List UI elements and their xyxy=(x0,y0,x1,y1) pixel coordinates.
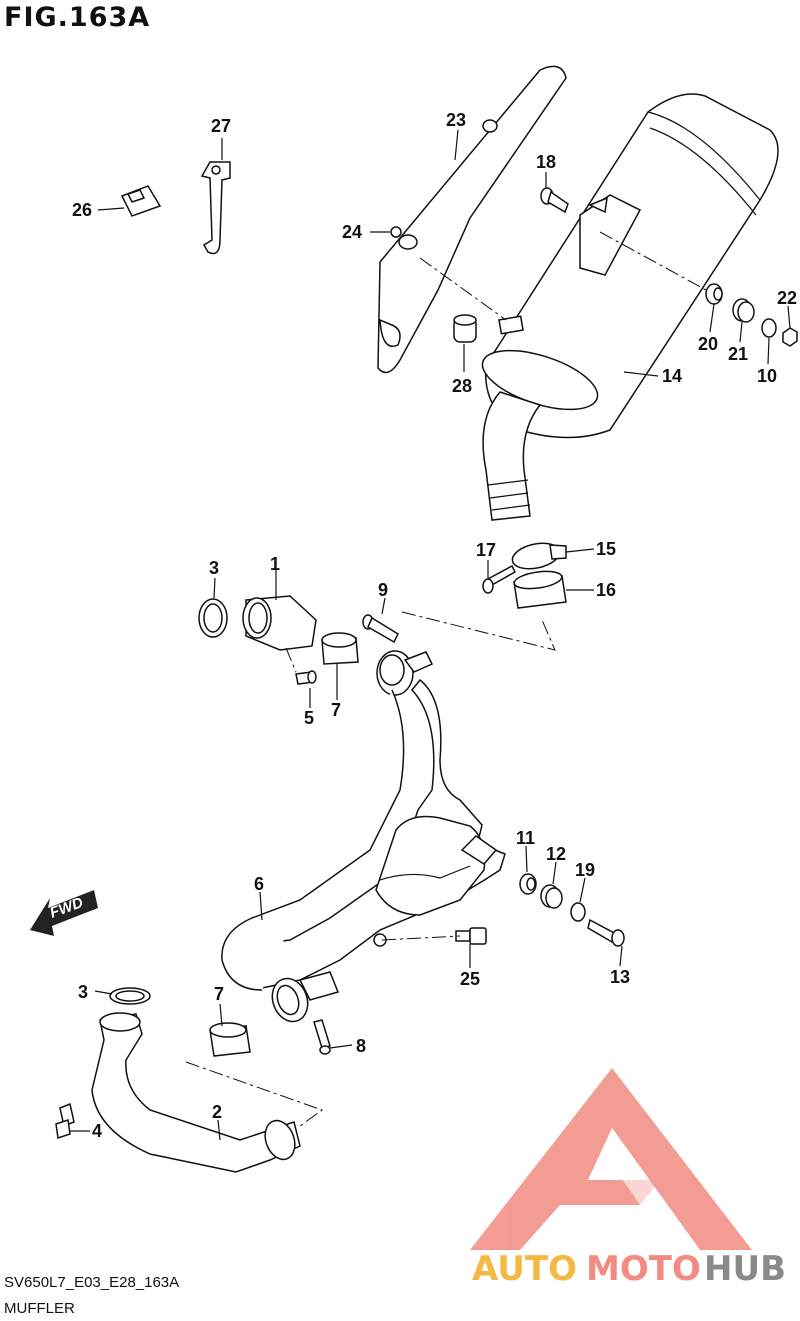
section-name: MUFFLER xyxy=(4,1300,75,1317)
callout-10: 10 xyxy=(757,366,777,386)
washer-19 xyxy=(570,902,586,922)
callout-4: 4 xyxy=(92,1121,102,1141)
callout-5: 5 xyxy=(304,708,314,728)
gasket-7-lower xyxy=(209,1022,251,1057)
callout-17: 17 xyxy=(476,540,496,560)
collar-11 xyxy=(519,873,537,895)
callout-12: 12 xyxy=(546,844,566,864)
clamp-15 xyxy=(511,542,567,570)
bolt-17 xyxy=(482,564,516,594)
callout-2: 2 xyxy=(212,1102,222,1122)
gasket-7-upper xyxy=(321,632,359,665)
exhaust-pipe-2 xyxy=(91,1012,301,1173)
callout-26: 26 xyxy=(72,200,92,220)
callout-1: 1 xyxy=(270,554,280,574)
callout-20: 20 xyxy=(698,334,718,354)
bolt-8 xyxy=(313,1019,331,1055)
callout-22: 22 xyxy=(777,288,797,308)
watermark-text: AUTO MOTO HUB xyxy=(472,1249,786,1289)
clip-26 xyxy=(120,185,162,217)
watermark-logo xyxy=(470,1068,752,1250)
figure-code: SV650L7_E03_E28_163A xyxy=(4,1274,180,1291)
sensor-25 xyxy=(455,927,487,945)
callout-3-lower: 3 xyxy=(78,982,88,1002)
callout-14: 14 xyxy=(662,366,682,386)
washer-10 xyxy=(761,318,777,338)
callout-9: 9 xyxy=(378,580,388,600)
bolt-5 xyxy=(295,670,317,685)
callout-16: 16 xyxy=(596,580,616,600)
callout-6: 6 xyxy=(254,874,264,894)
watermark-hub: HUB xyxy=(704,1249,786,1289)
bolt-9 xyxy=(362,614,399,644)
callout-13: 13 xyxy=(610,967,630,987)
callout-28: 28 xyxy=(452,376,472,396)
nut-24 xyxy=(390,226,402,238)
callout-23: 23 xyxy=(446,110,466,130)
callout-labels: 27 23 26 18 24 22 20 21 10 28 14 17 15 1… xyxy=(72,110,797,1141)
grommet-28 xyxy=(453,314,477,343)
exhaust-pipe-assembly-6 xyxy=(221,650,506,1023)
callout-21: 21 xyxy=(728,344,748,364)
callout-15: 15 xyxy=(596,539,616,559)
bush-21 xyxy=(732,298,755,323)
bush-12 xyxy=(540,884,563,909)
muffler-body xyxy=(481,93,779,521)
callout-25: 25 xyxy=(460,969,480,989)
collar-20 xyxy=(705,283,723,305)
bolt-13 xyxy=(587,918,625,947)
callout-18: 18 xyxy=(536,152,556,172)
callout-27: 27 xyxy=(211,116,231,136)
watermark-triangle-icon xyxy=(470,1068,752,1250)
heat-shield xyxy=(377,65,567,374)
exhaust-pipe-joint-1 xyxy=(242,595,317,651)
watermark-inner-icon xyxy=(612,1128,700,1250)
callout-19: 19 xyxy=(575,860,595,880)
callout-8: 8 xyxy=(356,1036,366,1056)
leader-lines xyxy=(70,129,791,1141)
gasket-3-upper xyxy=(198,598,228,638)
gasket-16 xyxy=(513,570,567,609)
callout-7-upper: 7 xyxy=(331,700,341,720)
watermark-auto: AUTO xyxy=(472,1249,577,1289)
bolt-4 xyxy=(55,1102,75,1139)
callout-7-lower: 7 xyxy=(214,984,224,1004)
callout-3-upper: 3 xyxy=(209,558,219,578)
callout-24: 24 xyxy=(342,222,362,242)
nut-22 xyxy=(782,327,798,347)
fwd-arrow-icon: FWD xyxy=(30,890,98,936)
bracket-27 xyxy=(200,161,231,255)
figure-title: FIG.163A xyxy=(4,2,151,33)
callout-11: 11 xyxy=(516,828,535,848)
bolt-18 xyxy=(540,187,569,214)
watermark-moto: MOTO xyxy=(586,1249,701,1289)
gasket-3-lower xyxy=(109,987,151,1005)
